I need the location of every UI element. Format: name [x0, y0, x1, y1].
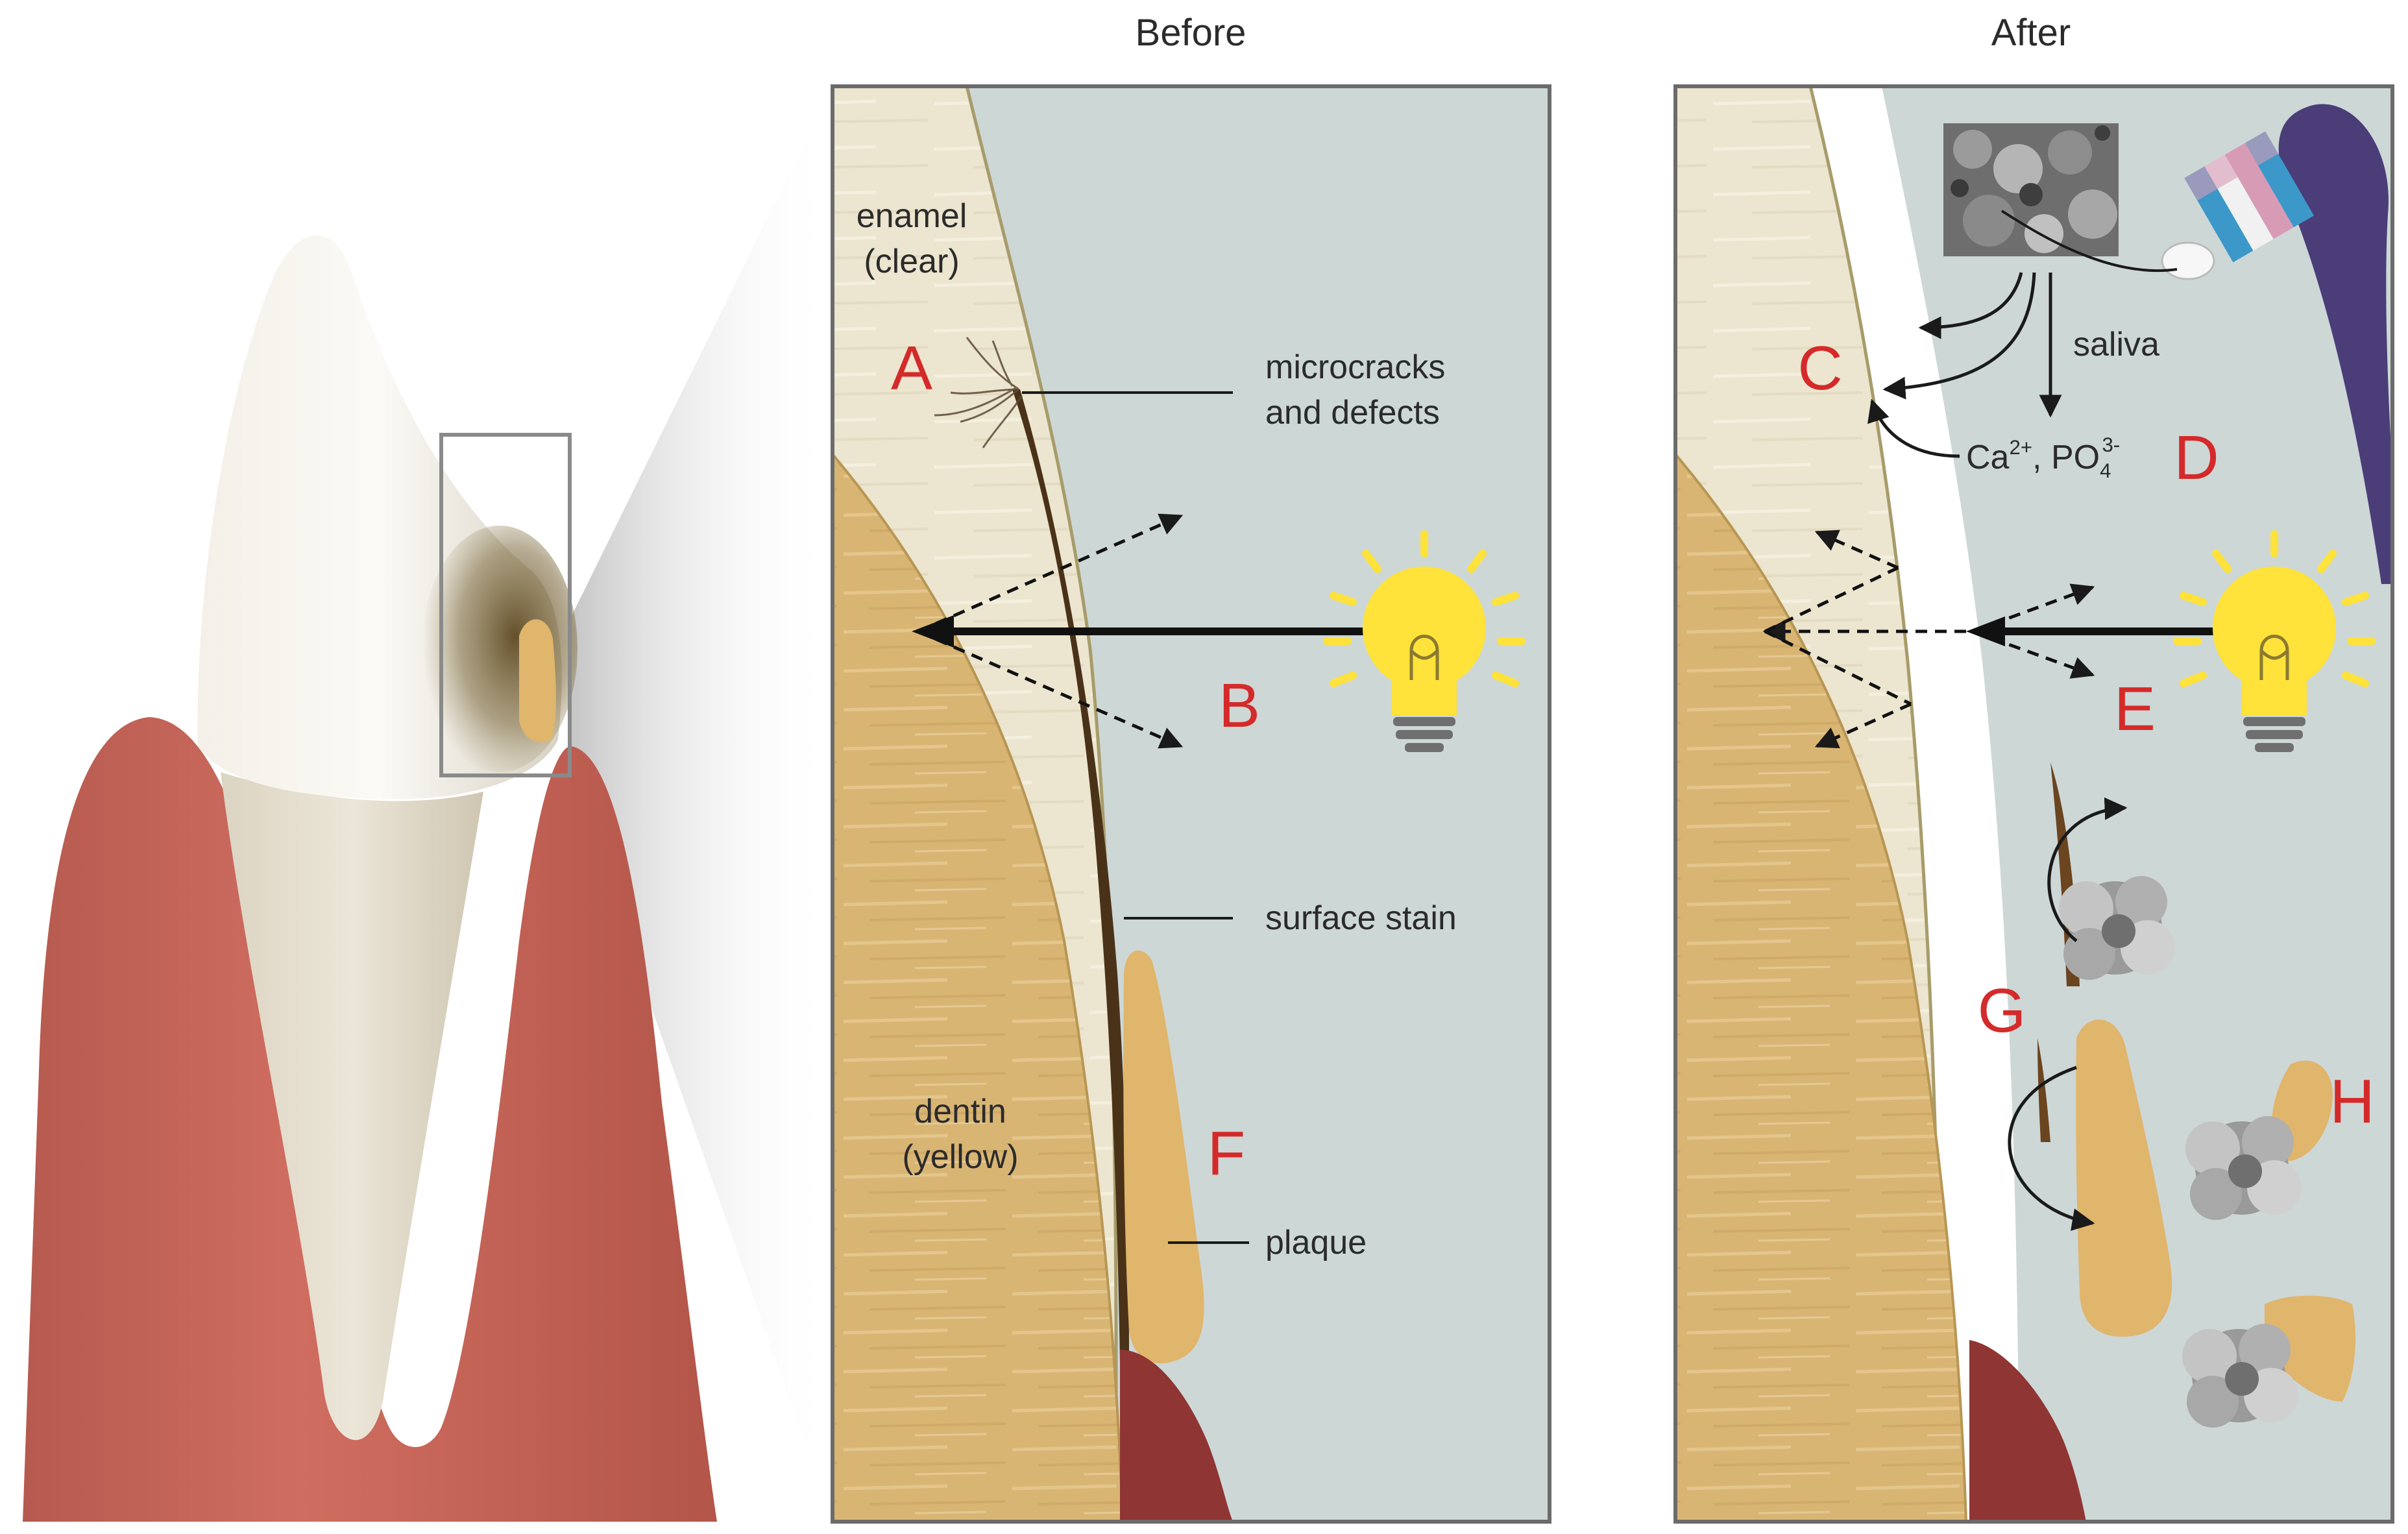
ions-separator: , PO: [2032, 439, 2100, 476]
internal-ray-down: [1764, 629, 1912, 706]
zoom-box: [439, 433, 572, 777]
toothbrush-icon: [2161, 104, 2392, 584]
letter-A: A: [891, 334, 932, 403]
gum: [23, 717, 717, 1522]
ions-ca-charge: 2+: [2009, 436, 2032, 459]
crown-plaque: [519, 619, 556, 742]
particle-cluster-icon: [2182, 1324, 2298, 1428]
incident-light-arrowhead: [912, 615, 954, 648]
sem-micrograph-icon: [1943, 123, 2119, 256]
light-bulb-icon: [1323, 530, 1526, 752]
ions-po-charge: 3-: [2102, 433, 2120, 456]
reflected-ray-down: [1972, 629, 2095, 679]
ions-po-subscript: 4: [2100, 459, 2111, 482]
letter-D: D: [2174, 423, 2219, 493]
ions-label: Ca2+, PO4 3-: [1966, 433, 2120, 482]
saliva-label: saliva: [2073, 326, 2159, 363]
paste-connector: [2001, 210, 2178, 273]
dentin-label: dentin: [914, 1093, 1006, 1130]
plaque-deposit: [2076, 1019, 2172, 1337]
stain-removal-arrow: [2047, 797, 2128, 942]
after-panel-frame: [1673, 84, 2394, 1524]
plaque-removal-arrow: [2008, 1065, 2095, 1231]
ion-arrow: [1867, 398, 1960, 458]
particle-cluster-icon: [2185, 1116, 2302, 1220]
before-panel-frame: [831, 84, 1551, 1524]
gum-section: [1120, 1350, 1233, 1522]
remineral-arrow-1: [1918, 272, 2023, 339]
ions-ca: Ca: [1966, 439, 2010, 476]
crown-stain: [422, 526, 578, 772]
light-bulb-icon: [2173, 530, 2376, 752]
internal-ray-up-return: [1814, 530, 1899, 570]
plaque-deposit: [1123, 950, 1204, 1363]
dentin-sublabel: (yellow): [902, 1138, 1018, 1176]
enamel-label: enamel: [857, 197, 967, 235]
before-title: Before: [1136, 12, 1247, 54]
letter-E: E: [2114, 674, 2156, 744]
remineralized-layer: [1810, 86, 2018, 1522]
plaque-fragment: [2265, 1295, 2355, 1402]
letter-H: H: [2329, 1067, 2374, 1136]
zoom-cone: [570, 86, 833, 1522]
gum-section: [1969, 1340, 2086, 1522]
letter-G: G: [1978, 976, 2026, 1045]
enamel-sublabel: (clear): [864, 243, 959, 280]
dentin-layer: [1675, 452, 1968, 1522]
tooth-illustration: [23, 86, 833, 1522]
reflected-ray-down: [917, 629, 1184, 749]
tooth-root: [221, 772, 483, 1441]
microcracks-sublabel: and defects: [1265, 394, 1440, 432]
detaching-stain-lower: [2037, 1038, 2050, 1142]
letter-F: F: [1208, 1119, 1246, 1188]
letter-C: C: [1797, 334, 1842, 403]
microcracks-label: microcracks: [1265, 348, 1445, 386]
surface-stain: [1012, 389, 1129, 1363]
plaque-label: plaque: [1265, 1224, 1367, 1261]
letter-B: B: [1219, 671, 1260, 740]
surface-stain-label: surface stain: [1265, 899, 1457, 937]
remineral-arrow-2: [1882, 272, 2036, 400]
before-panel: Before: [831, 12, 1551, 1524]
after-panel: After: [1673, 12, 2394, 1524]
particle-cluster-icon: [2059, 876, 2175, 980]
after-title: After: [1991, 12, 2071, 54]
internal-ray-down-return: [1814, 702, 1912, 749]
dentin-layer: [833, 452, 1125, 1522]
microcracks: [934, 337, 1023, 448]
reflected-ray-up: [917, 513, 1184, 633]
internal-ray-up: [1764, 566, 1899, 633]
reflected-ray-up: [1972, 583, 2095, 633]
